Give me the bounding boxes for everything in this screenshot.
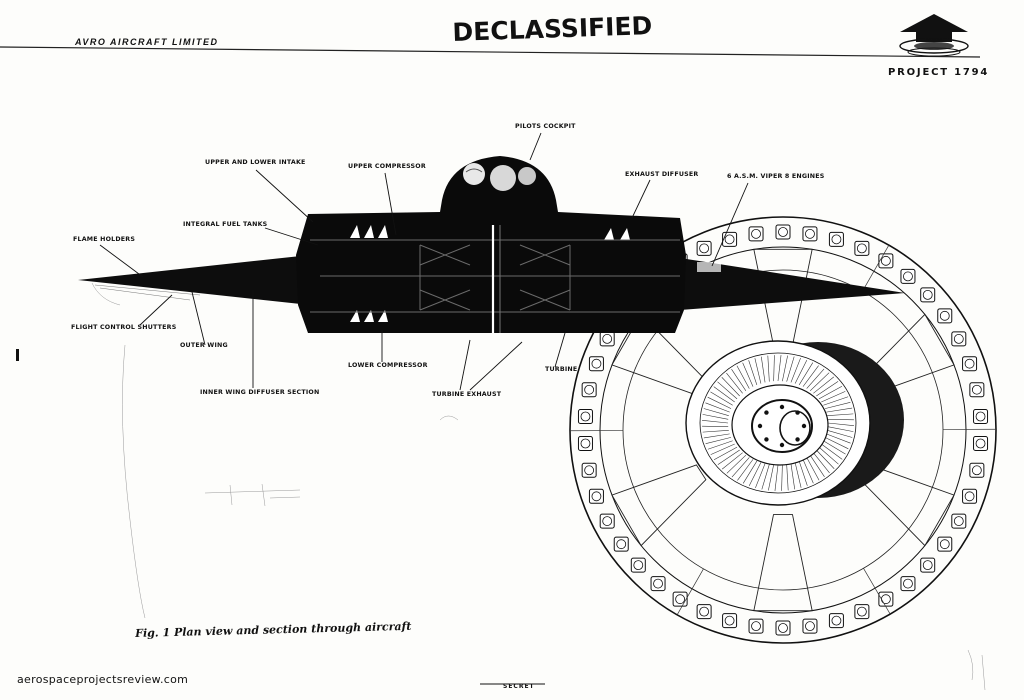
pilots-cockpit	[463, 163, 536, 191]
label-exhaust-diffuser: EXHAUST DIFFUSER	[625, 171, 699, 178]
section-view-fuselage	[78, 156, 905, 333]
intake-port	[696, 240, 712, 256]
company-name: AVRO AIRCRAFT LIMITED	[75, 37, 219, 47]
label-inner-wing-diffuser: INNER WING DIFFUSER SECTION	[200, 389, 320, 396]
intake-port	[969, 382, 985, 398]
intake-port	[920, 287, 936, 303]
center-body	[296, 156, 686, 333]
intake-port	[951, 513, 967, 529]
intake-port	[937, 536, 953, 552]
spoke	[611, 464, 707, 547]
intake-port	[588, 356, 604, 372]
intake-port	[828, 613, 844, 629]
intake-port	[577, 436, 593, 452]
label-outer-wing: OUTER WING	[180, 342, 228, 349]
project-number: PROJECT 1794	[888, 67, 990, 78]
internal-structure	[310, 239, 680, 313]
spoke	[753, 514, 813, 612]
intake-port	[962, 356, 978, 372]
viper-engine	[697, 262, 721, 272]
intake-port	[900, 576, 916, 592]
central-hub	[779, 410, 811, 446]
intake-port	[802, 226, 818, 242]
intake-port	[722, 231, 738, 247]
intake-port	[588, 488, 604, 504]
intake-port	[937, 308, 953, 324]
turbine-blades	[702, 355, 854, 491]
left-margin-mark	[16, 349, 19, 361]
intake-port	[630, 557, 646, 573]
intake-port	[748, 226, 764, 242]
intake-port	[920, 557, 936, 573]
intake-port	[854, 604, 870, 620]
intake-port	[775, 620, 791, 636]
intake-port	[854, 240, 870, 256]
saucer-arrow-logo	[899, 14, 969, 57]
label-lower-compressor: LOWER COMPRESSOR	[348, 362, 428, 369]
source-watermark: aerospaceprojectsreview.com	[17, 673, 189, 686]
label-flight-control-shutters: FLIGHT CONTROL SHUTTERS	[71, 324, 177, 331]
intake-port	[775, 224, 791, 240]
intake-port	[802, 618, 818, 634]
label-upper-compressor: UPPER COMPRESSOR	[348, 163, 426, 170]
intake-port	[722, 613, 738, 629]
intake-port	[900, 268, 916, 284]
leader-lines	[99, 132, 749, 391]
label-flame-holders: FLAME HOLDERS	[73, 236, 136, 243]
pencil-annotations	[91, 282, 986, 691]
intake-port	[650, 576, 666, 592]
label-engines: 6 A.S.M. VIPER 8 ENGINES	[727, 173, 825, 180]
outer-wing-left	[78, 255, 310, 305]
label-upper-lower-intake: UPPER AND LOWER INTAKE	[205, 159, 306, 166]
header-rule	[0, 46, 981, 58]
compressor-blades	[350, 225, 630, 322]
intake-port	[878, 253, 894, 269]
intake-port	[581, 382, 597, 398]
intake-port	[696, 604, 712, 620]
label-turbine-exhaust: TURBINE EXHAUST	[432, 391, 502, 398]
intake-port	[951, 331, 967, 347]
intake-port	[672, 591, 688, 607]
intake-port	[962, 488, 978, 504]
label-pilots-cockpit: PILOTS COCKPIT	[515, 123, 576, 130]
secret-stamp: SECRET	[503, 683, 535, 690]
intake-port	[828, 231, 844, 247]
label-turbine: TURBINE	[545, 366, 578, 373]
intake-port	[599, 513, 615, 529]
intake-port	[581, 462, 597, 478]
label-integral-fuel-tanks: INTEGRAL FUEL TANKS	[183, 221, 268, 228]
intake-port	[613, 536, 629, 552]
intake-port	[878, 591, 894, 607]
intake-port	[973, 436, 989, 452]
outer-wing-right	[680, 258, 905, 310]
intake-port	[969, 462, 985, 478]
intake-port	[748, 618, 764, 634]
intake-port	[973, 408, 989, 424]
intake-port	[577, 408, 593, 424]
